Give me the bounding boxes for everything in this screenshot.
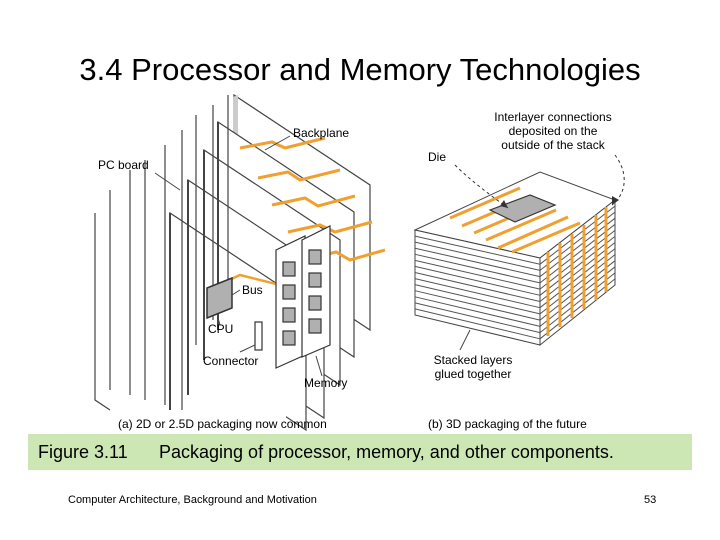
memory-modules [275, 225, 331, 369]
caption-b: (b) 3D packaging of the future [428, 417, 587, 431]
caption-a: (a) 2D or 2.5D packaging now common [118, 417, 327, 431]
interlayer-line-2: deposited on the [508, 124, 598, 138]
figure-number: Figure 3.11 [38, 442, 128, 462]
figure-caption: Packaging of processor, memory, and othe… [159, 442, 614, 462]
stacked-line-2: glued together [434, 367, 512, 381]
connector-label: Connector [203, 354, 259, 368]
interlayer-label: Interlayer connections deposited on the … [478, 110, 628, 152]
backplane-label: Backplane [293, 126, 350, 140]
slide-title: 3.4 Processor and Memory Technologies [79, 52, 641, 87]
pc-board-stack [94, 93, 371, 432]
interlayer-line-3: outside of the stack [501, 138, 605, 152]
connector-chip [254, 321, 263, 351]
interlayer-pointer [611, 154, 625, 206]
page-number: 53 [644, 494, 657, 506]
stacked-line-1: Stacked layers [433, 353, 513, 367]
die-chip [488, 194, 557, 223]
bus-label: Bus [242, 283, 263, 297]
cpu-chip [206, 276, 233, 320]
figure-caption-box: Figure 3.11 Packaging of processor, memo… [28, 434, 692, 470]
cpu-label: CPU [208, 322, 234, 336]
pc-board-label: PC board [98, 158, 149, 172]
memory-label: Memory [304, 376, 348, 390]
stacked-layers-label: Stacked layers glued together [418, 353, 528, 381]
die-label: Die [428, 150, 447, 164]
pc-board-0 [150, 245, 286, 430]
footer-course-title: Computer Architecture, Background and Mo… [68, 494, 317, 506]
interlayer-line-1: Interlayer connections [494, 110, 612, 124]
stacked-layer-lines [414, 205, 616, 340]
